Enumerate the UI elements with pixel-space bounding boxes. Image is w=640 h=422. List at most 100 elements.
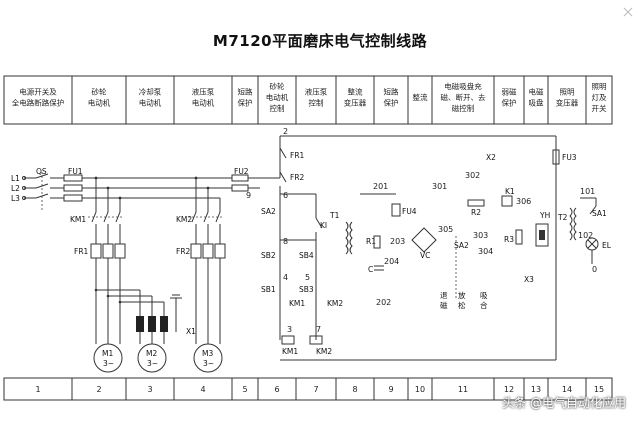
node-101: 101 [580, 187, 595, 196]
label-r3: R3 [504, 235, 514, 244]
node-302: 302 [465, 171, 480, 180]
footer-cell-number: 5 [242, 385, 247, 394]
label-yh: YH [539, 211, 550, 220]
label-qs: QS [36, 167, 47, 176]
control-circuit: 2 FR1 FR2 6 KI SA2 8 SB2 SB4 4 5 SB1 SB3… [261, 127, 577, 361]
label-fu3: FU3 [562, 153, 577, 162]
footer-cell-number: 3 [147, 385, 152, 394]
header-cell-text: 变压器 [556, 98, 579, 108]
header-cell-text: 电源开关及 [19, 87, 57, 97]
header-cell-text: 液压泵 [192, 87, 215, 97]
label-fu4: FU4 [402, 207, 417, 216]
footer-cell-number: 14 [562, 385, 572, 394]
footer-cell-number: 11 [458, 385, 468, 394]
footer-cell-number: 12 [504, 385, 514, 394]
label-m1-sub: 3~ [103, 359, 114, 368]
node-5: 5 [305, 273, 310, 282]
header-cell-text: 冷却泵 [139, 87, 162, 97]
header-cell-text: 电动机 [88, 98, 111, 108]
node-201: 201 [373, 182, 388, 191]
label-sb4: SB4 [299, 251, 314, 260]
header-cell-text: 电动机 [266, 92, 289, 102]
node-3: 3 [287, 325, 292, 334]
label-fr1-ctrl: FR1 [290, 151, 305, 160]
lighting-circuit: 101 T2 SA1 102 EL 0 [557, 187, 612, 274]
footer-cell-number: 10 [415, 385, 425, 394]
node-306: 306 [516, 197, 531, 206]
header-cell-text: 控制 [270, 103, 285, 113]
label-sa2-ctrl: SA2 [261, 207, 276, 216]
footer-cell-number: 8 [352, 385, 357, 394]
label-m2-sub: 3~ [147, 359, 158, 368]
header-cell-text: 照明 [560, 88, 575, 97]
header-cell-text: 砂轮 [270, 81, 285, 91]
label-km1-ctrl: KM1 [289, 299, 305, 308]
mode-demag: 退 [440, 291, 448, 300]
motor-branches: KM1 FR1 M1 3~ X1 [70, 176, 226, 373]
label-km2-ctrl: KM2 [327, 299, 343, 308]
mode-demag-b: 磁 [440, 300, 448, 310]
mode-attract: 吸 [480, 291, 488, 300]
label-l2: L2 [11, 184, 20, 193]
mode-release-b: 松 [458, 300, 466, 310]
label-sb3: SB3 [299, 285, 314, 294]
footer-cell-number: 9 [388, 385, 393, 394]
node-305: 305 [438, 225, 453, 234]
label-t1: T1 [329, 211, 340, 220]
label-ki: KI [320, 221, 327, 230]
header-cell-text: 电动机 [139, 98, 162, 108]
node-6: 6 [283, 191, 288, 200]
label-r1: R1 [366, 237, 376, 246]
label-fr2-ctrl: FR2 [290, 173, 305, 182]
header-cell-text: 保护 [502, 98, 517, 108]
power-lines: L1 L2 L3 QS FU1 FU2 9 [11, 167, 280, 210]
corner-mark-icon [623, 7, 633, 17]
node-4: 4 [283, 273, 288, 282]
label-km2-coil: KM2 [316, 347, 332, 356]
header-cell-text: 开关 [592, 103, 607, 113]
header-cell-text: 磁、断开、去 [441, 92, 486, 102]
footer-cell-number: 7 [313, 385, 318, 394]
header-cell-text: 液压泵 [305, 87, 328, 97]
header-cell-text: 照明 [592, 82, 607, 91]
node-0: 0 [592, 265, 597, 274]
watermark-text: 头条 @电气自动化应用 [502, 396, 626, 410]
footer-cell-number: 4 [200, 385, 205, 394]
label-fr1: FR1 [74, 247, 89, 256]
footer-cell-number: 2 [96, 385, 101, 394]
header-cell-text: 电磁 [529, 87, 544, 97]
label-fu2: FU2 [234, 167, 249, 176]
label-l3: L3 [11, 194, 20, 203]
header-cell-text: 整流 [348, 87, 363, 97]
header-cell-text: 吸盘 [529, 98, 544, 108]
header-cell-text: 保护 [238, 98, 253, 108]
header-cell-text: 电动机 [192, 98, 215, 108]
node-301: 301 [432, 182, 447, 191]
mode-release: 放 [458, 290, 466, 300]
footer-cell-number: 13 [531, 385, 541, 394]
header-table: 电源开关及全电路断路保护砂轮电动机冷却泵电动机液压泵电动机短路保护砂轮电动机控制… [3, 75, 613, 125]
header-cell-text: 短路 [238, 87, 253, 97]
label-fr2: FR2 [176, 247, 191, 256]
label-m1: M1 [102, 349, 113, 358]
label-x3: X3 [524, 275, 534, 284]
label-k1: K1 [505, 187, 515, 196]
footer-cell-number: 6 [274, 385, 279, 394]
header-cell-text: 控制 [309, 98, 324, 108]
header-cell-text: 磁控制 [452, 103, 475, 113]
header-cell-text: 保护 [384, 98, 399, 108]
footer-cell-number: 15 [594, 385, 604, 394]
label-m3: M3 [202, 349, 213, 358]
label-c: C [368, 265, 373, 274]
node-7: 7 [316, 325, 321, 334]
node-2: 2 [283, 127, 288, 136]
label-x1: X1 [186, 327, 196, 336]
header-cell-text: 砂轮 [92, 87, 107, 97]
header-cell-text: 全电路断路保护 [12, 98, 65, 108]
label-m3-sub: 3~ [203, 359, 214, 368]
node-203: 203 [390, 237, 405, 246]
node-304: 304 [478, 247, 493, 256]
label-km1: KM1 [70, 215, 86, 224]
node-303: 303 [473, 231, 488, 240]
